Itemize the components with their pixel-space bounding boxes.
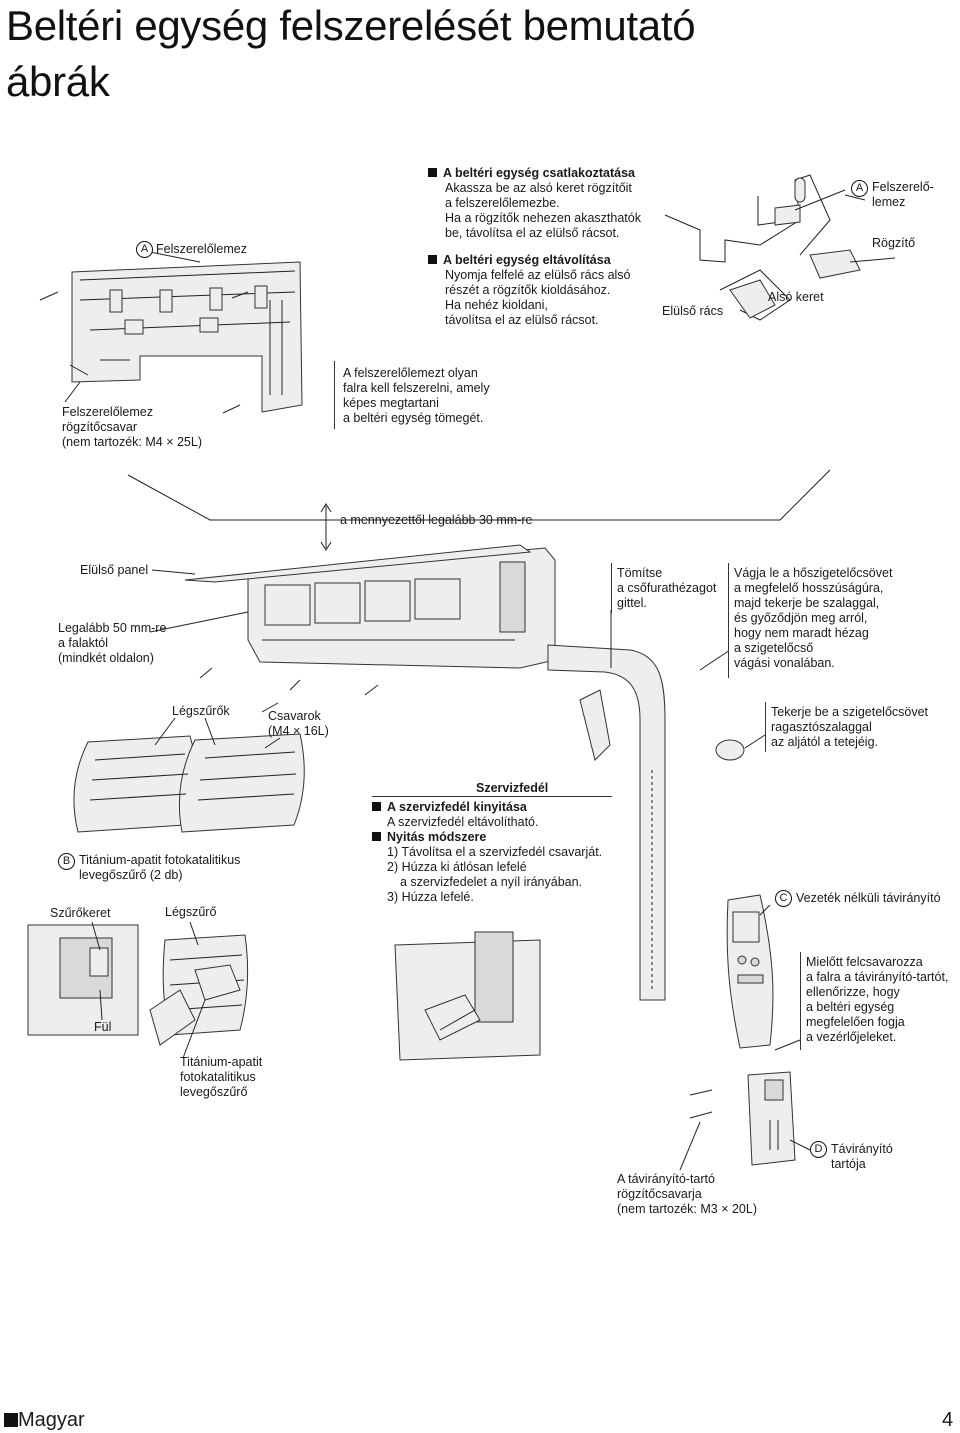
wall-distance-label: Legalább 50 mm-re a falaktól (mindkét ol…	[58, 621, 167, 665]
ceiling-arrow	[320, 503, 332, 551]
service-cover-illustration	[394, 931, 541, 1061]
plate-screw-label: Felszerelőlemez rögzítőcsavar (nem tarto…	[62, 405, 202, 449]
ceiling-line	[127, 469, 831, 521]
bullet-square-icon	[372, 802, 381, 811]
letter-c-badge: C	[775, 890, 792, 907]
indoor-unit-illustration	[184, 544, 556, 696]
pipe-illustration	[547, 644, 745, 1001]
leader-panel	[151, 569, 196, 575]
titanium-filter-label: Titánium-apatit fotokatalitikus levegősz…	[79, 853, 241, 882]
holder-screw-label: A távirányító-tartó rögzítőcsavarja (nem…	[617, 1172, 757, 1216]
remote-control-illustration	[726, 894, 774, 1049]
service-heading: Szervizfedél	[476, 781, 549, 795]
hook-detail-illustration	[664, 174, 896, 321]
footer-language: Magyar	[4, 1408, 85, 1432]
cut-insulation-note: Vágja le a hőszigetelőcsövet a megfelelő…	[728, 563, 909, 678]
service-instructions: A szervizfedél kinyitása A szervizfedél …	[372, 800, 602, 905]
leader-ful	[99, 989, 103, 1021]
leader-screw	[64, 381, 81, 403]
air-filters-illustration	[73, 702, 305, 833]
leader-titanium	[182, 999, 206, 1059]
leader-holder-D	[789, 1139, 811, 1151]
remove-instructions: A beltéri egység eltávolítása Nyomja fel…	[428, 253, 631, 328]
letter-a-badge: A	[136, 241, 153, 258]
leader-szurokeret	[91, 921, 101, 951]
screw-icons	[39, 291, 249, 414]
leader-filters	[154, 717, 216, 746]
front-panel-label: Elülső panel	[80, 563, 149, 577]
detail-also-keret: Alsó keret	[768, 290, 824, 304]
leader-wall	[149, 611, 249, 633]
footer-square-icon	[4, 1413, 18, 1427]
legszuro-label: Légszűrő	[165, 905, 217, 919]
remote-holder-illustration	[689, 1071, 796, 1166]
detail-elulso-racs: Elülső rács	[662, 304, 724, 318]
bullet-square-icon	[428, 168, 437, 177]
leader-remote-note	[774, 1039, 801, 1051]
letter-d-badge: D	[810, 1141, 827, 1158]
service-divider	[372, 796, 612, 797]
detail-rogzito: Rögzítő	[872, 236, 916, 250]
leader-cut	[699, 649, 731, 671]
bullet-square-icon	[428, 255, 437, 264]
legszurok-label: Légszűrők	[172, 704, 230, 718]
remote-label: Vezeték nélküli távirányító	[796, 891, 941, 905]
ceiling-distance: a mennyezettől legalább 30 mm-re	[340, 513, 533, 527]
remote-note: Mielőtt felcsavarozza a falra a távirány…	[800, 952, 951, 1050]
ful-label: Fül	[94, 1020, 112, 1034]
szurokeret-label: Szűrőkeret	[50, 906, 111, 920]
letter-b-badge: B	[58, 853, 75, 870]
plate-label: Felszerelőlemez	[156, 242, 248, 256]
page-number: 4	[942, 1409, 954, 1431]
bullet-square-icon	[372, 832, 381, 841]
tape-note: Tekerje be a szigetelőcsövet ragasztósza…	[765, 702, 951, 752]
leader-legszuro	[189, 921, 199, 946]
titanium-label: Titánium-apatit fotokatalitikus levegősz…	[180, 1055, 263, 1099]
leader-holder-screw	[679, 1121, 701, 1171]
letter-a-badge-detail: A	[851, 180, 868, 197]
remote-holder-label: Távirányító tartója	[831, 1142, 893, 1171]
seal-note: Tömítse a csőfurathézagot gittel.	[611, 563, 722, 613]
leader-tape	[744, 734, 766, 749]
detail-plate-label: Felszerelő- lemez	[872, 180, 934, 209]
csavarok-label: Csavarok (M4 × 16L)	[268, 709, 329, 738]
filter-detail-illustration	[27, 924, 249, 1046]
leader-remote-C	[759, 904, 771, 916]
page-title: Beltéri egység felszerelését bemutató áb…	[6, 2, 696, 105]
wall-note-box: A felszerelőlemezt olyan falra kell fels…	[334, 361, 510, 429]
connect-instructions: A beltéri egység csatlakoztatása Akassza…	[428, 166, 641, 241]
mounting-plate-illustration	[71, 261, 303, 413]
